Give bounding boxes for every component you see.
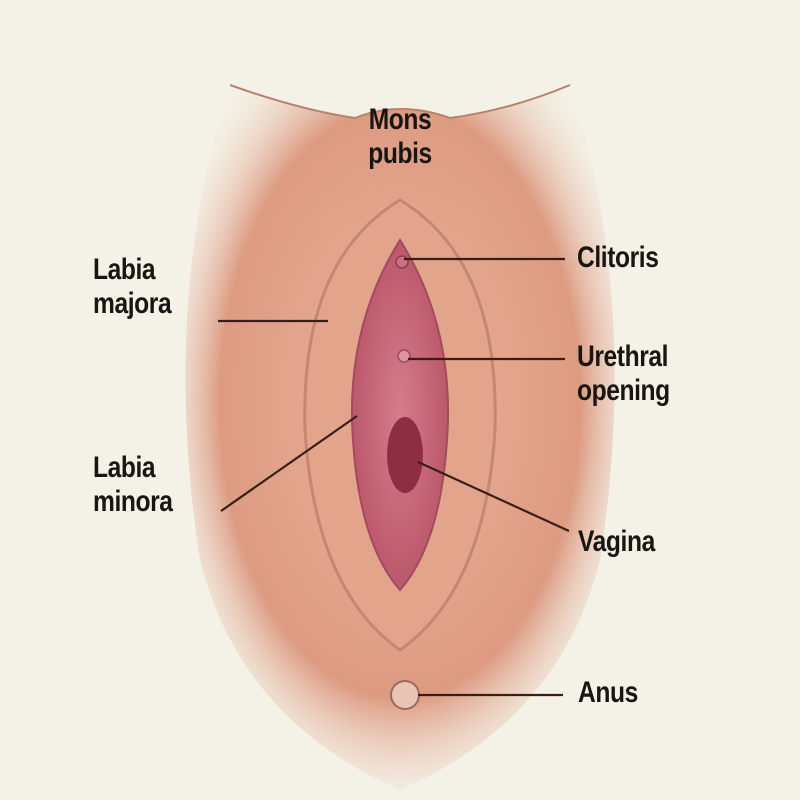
leader-line-vagina <box>417 460 570 533</box>
anus-marker <box>390 680 420 710</box>
label-mons-pubis: Mons pubis <box>368 103 432 170</box>
label-urethral-opening: Urethral opening <box>577 340 670 407</box>
urethral-opening-marker <box>397 349 411 363</box>
label-vagina: Vagina <box>578 525 655 558</box>
label-anus: Anus <box>578 676 638 709</box>
label-labia-minora: Labia minora <box>93 451 173 518</box>
vagina-marker <box>387 417 423 493</box>
clitoris-marker <box>395 255 409 269</box>
label-labia-majora: Labia majora <box>93 253 172 320</box>
leader-line-labia-minora <box>220 415 358 512</box>
leader-lines <box>218 257 570 697</box>
mons-pubis-region <box>229 84 571 120</box>
label-clitoris: Clitoris <box>577 241 659 274</box>
